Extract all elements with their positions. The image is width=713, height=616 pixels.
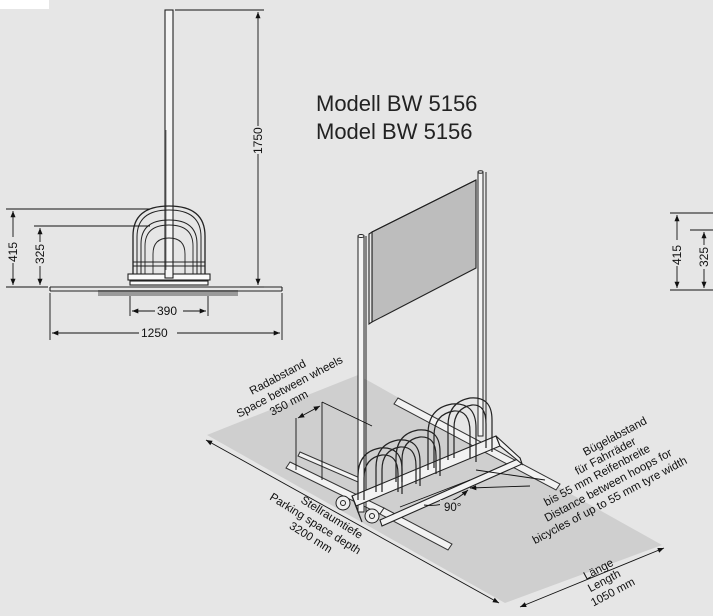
height-dimension-label: 1750 <box>251 127 265 154</box>
angle-label: 90° <box>444 502 461 514</box>
inner-height-dimension-label: 325 <box>33 244 47 264</box>
model-title-english: Model BW 5156 <box>316 119 473 144</box>
corner-tab <box>0 0 49 9</box>
depth-line <box>205 439 500 604</box>
outer-height-dimension-label: 415 <box>6 242 20 262</box>
overall-width-dimension-label: 1250 <box>141 326 168 340</box>
right-inner-height-label: 325 <box>697 247 711 267</box>
front-view-hoop-outer <box>132 205 206 274</box>
model-title-german: Modell BW 5156 <box>316 91 477 116</box>
right-outer-height-label: 415 <box>670 245 684 265</box>
front-view-hoop-inner <box>140 219 198 274</box>
wheel-spacing-line <box>297 405 321 419</box>
front-view-mast <box>164 9 174 279</box>
perspective-dimensions <box>205 401 665 608</box>
sign-posts <box>357 170 487 513</box>
sign-board <box>368 179 477 326</box>
inner-width-dimension-label: 390 <box>157 304 177 318</box>
front-view-floor-shadow <box>98 290 238 296</box>
front-view <box>49 9 283 296</box>
length-line <box>519 547 665 608</box>
